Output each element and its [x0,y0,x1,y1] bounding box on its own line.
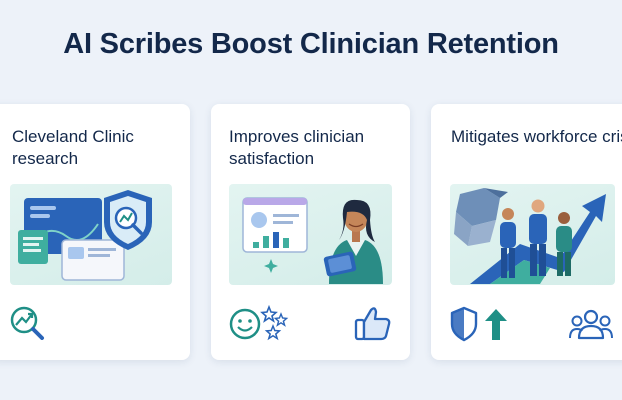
clinician-tablet-illustration [229,184,392,285]
card-title: Mitigates workforce crisis [451,127,622,146]
arrow-up-icon [483,306,509,342]
research-document-illustration [10,184,172,285]
card-workforce-crisis: Mitigates workforce crisis [431,104,622,360]
card-cleveland-clinic-research: Cleveland Clinic research [0,104,190,360]
team-icon [569,308,613,340]
shield-icon [449,306,479,342]
card-clinician-satisfaction: Improves clinician satisfaction [211,104,410,360]
page-title: AI Scribes Boost Clinician Retention [63,28,559,60]
team-arrow-illustration [450,184,615,285]
thumbs-up-icon [353,304,393,342]
smiley-stars-icon [229,304,289,342]
card-title: Improves clinician satisfaction [229,127,365,168]
growth-search-icon [8,304,48,340]
card-title: Cleveland Clinic research [12,127,134,168]
